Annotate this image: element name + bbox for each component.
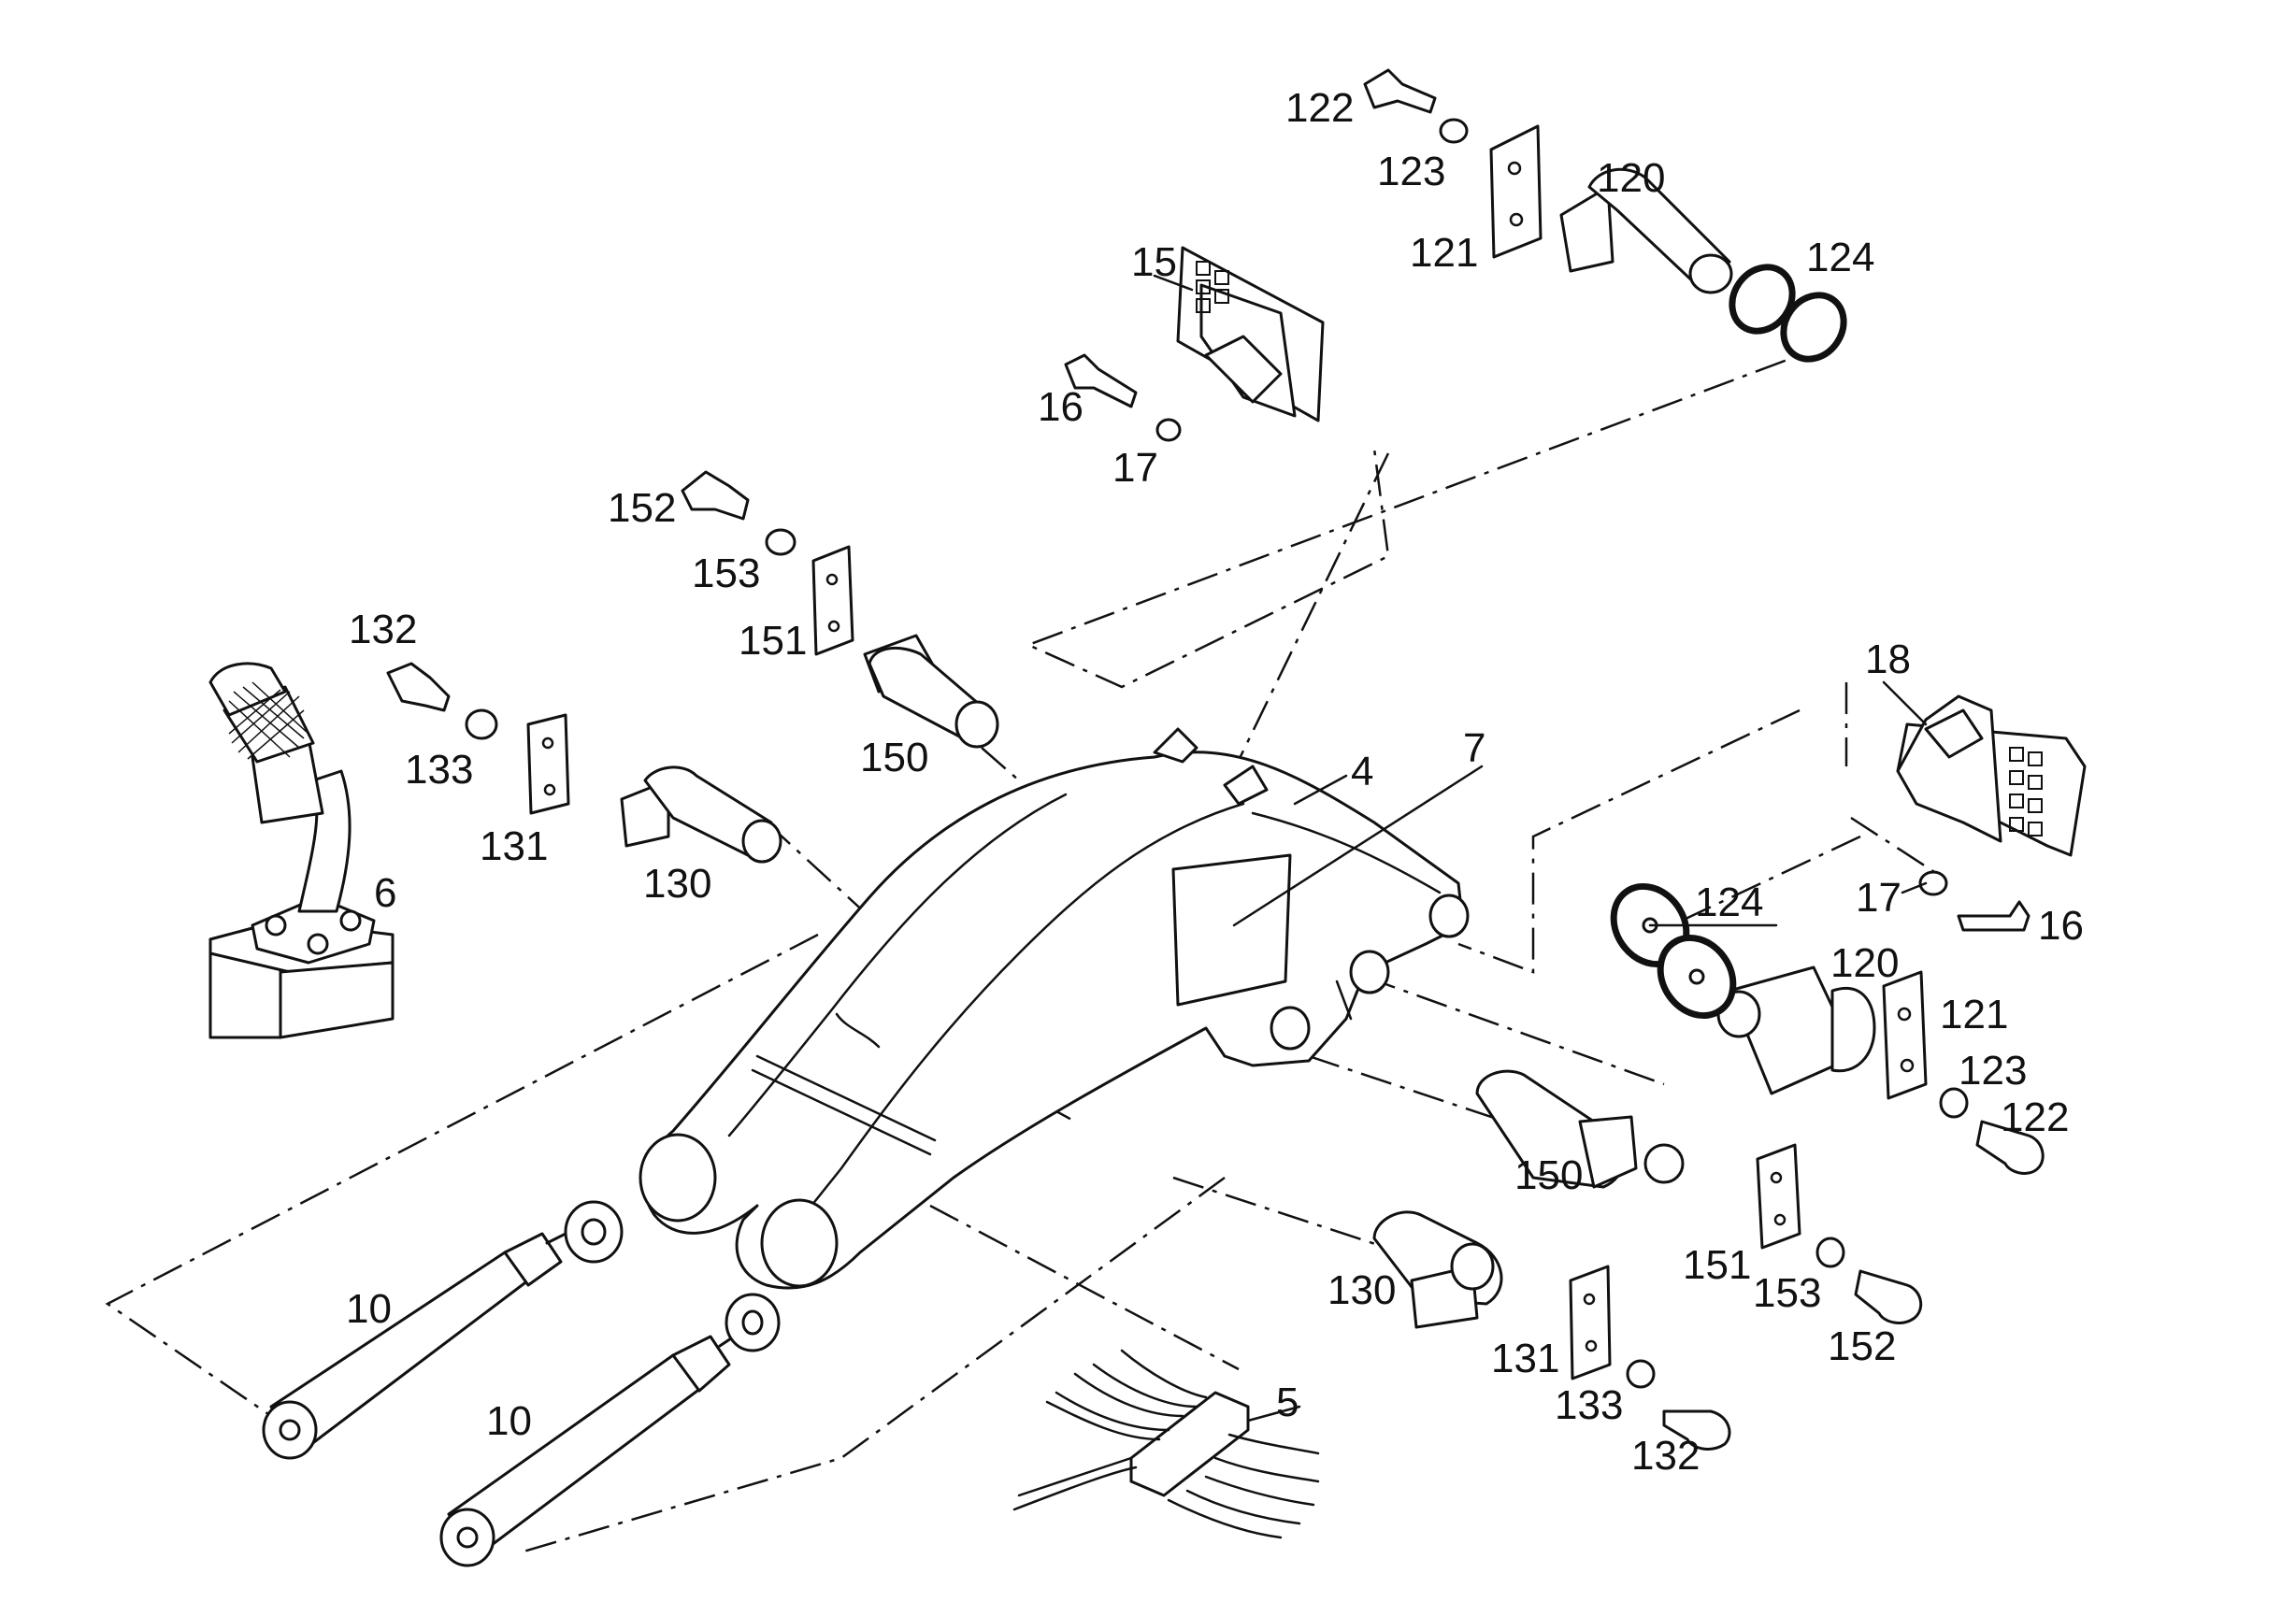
bolt-132-right — [1626, 1359, 1731, 1451]
callout-label: 152 — [608, 485, 676, 531]
callout-label: 4 — [1351, 749, 1373, 794]
bolt-122-upper — [1363, 68, 1469, 144]
pin-150-right — [1475, 1069, 1685, 1189]
hydraulic-cylinder-upper — [262, 1200, 624, 1460]
plate-131-left — [526, 713, 570, 815]
callout-label: 124 — [1806, 235, 1874, 280]
callout-label: 17 — [1112, 445, 1158, 491]
callout-labels: 4 5 6 7 10 10 15 16 16 17 17 18 120 120 … — [346, 85, 2084, 1479]
callout-label: 6 — [374, 870, 396, 916]
bolt-152-right — [1815, 1237, 1923, 1324]
washers-124-upper — [1729, 264, 1847, 363]
callout-label: 123 — [1959, 1048, 2027, 1094]
callout-label: 124 — [1695, 880, 1763, 925]
callout-label: 151 — [739, 618, 807, 664]
pin-130-right — [1372, 1210, 1503, 1329]
bolt-16-right — [1918, 870, 2031, 932]
callout-label: 10 — [346, 1286, 392, 1332]
plate-151-left — [811, 545, 854, 656]
bolt-132-left — [386, 662, 498, 740]
callout-label: 132 — [349, 607, 417, 652]
callout-label: 121 — [1940, 992, 2008, 1037]
callout-label: 5 — [1276, 1380, 1299, 1425]
callout-label: 16 — [1038, 384, 1083, 430]
callout-label: 120 — [1597, 155, 1665, 201]
callout-label: 131 — [1491, 1336, 1559, 1381]
plate-121-right — [1882, 970, 1928, 1100]
callout-label: 122 — [2001, 1094, 2069, 1140]
leader-lines — [1153, 274, 1928, 1423]
plate-131-right — [1569, 1265, 1612, 1380]
bolt-122-right — [1939, 1087, 2045, 1175]
hose-manifold — [1012, 1349, 1320, 1539]
pin-120-upper — [1559, 167, 1733, 294]
callout-label: 152 — [1828, 1323, 1896, 1369]
pin-120-right — [1716, 965, 1876, 1095]
hose-fitting — [208, 662, 395, 1039]
bolt-16-upper — [1064, 353, 1182, 442]
plate-121-upper — [1489, 124, 1543, 259]
pin-150-left — [863, 634, 999, 749]
mount-bracket-upper — [1176, 246, 1325, 422]
callout-label: 123 — [1377, 149, 1445, 194]
callout-label: 133 — [405, 747, 473, 793]
callout-label: 151 — [1683, 1242, 1751, 1288]
nameplate — [1171, 853, 1292, 1007]
callout-label: 121 — [1410, 230, 1478, 276]
callout-label: 153 — [692, 551, 760, 596]
boom-arm — [639, 727, 1470, 1290]
callout-label: 7 — [1463, 725, 1485, 771]
callout-label: 18 — [1865, 636, 1911, 682]
callout-label: 153 — [1753, 1270, 1821, 1316]
callout-label: 130 — [643, 861, 711, 907]
callout-label: 130 — [1327, 1267, 1396, 1313]
plate-151-right — [1756, 1143, 1801, 1250]
callout-label: 122 — [1285, 85, 1354, 131]
callout-label: 150 — [1514, 1152, 1583, 1198]
callout-label: 131 — [480, 823, 548, 869]
mount-bracket-right — [1896, 694, 2087, 857]
callout-label: 133 — [1555, 1382, 1623, 1428]
pin-130-left — [620, 765, 782, 864]
callout-label: 10 — [486, 1398, 532, 1444]
callout-label: 15 — [1131, 239, 1177, 285]
callout-label: 150 — [860, 735, 928, 780]
bolt-152-left — [681, 470, 796, 556]
callout-label: 16 — [2038, 903, 2084, 949]
hydraulic-cylinder-lower — [439, 1293, 781, 1567]
callout-label: 17 — [1856, 875, 1901, 921]
callout-label: 132 — [1631, 1433, 1700, 1479]
callout-label: 120 — [1830, 940, 1899, 986]
